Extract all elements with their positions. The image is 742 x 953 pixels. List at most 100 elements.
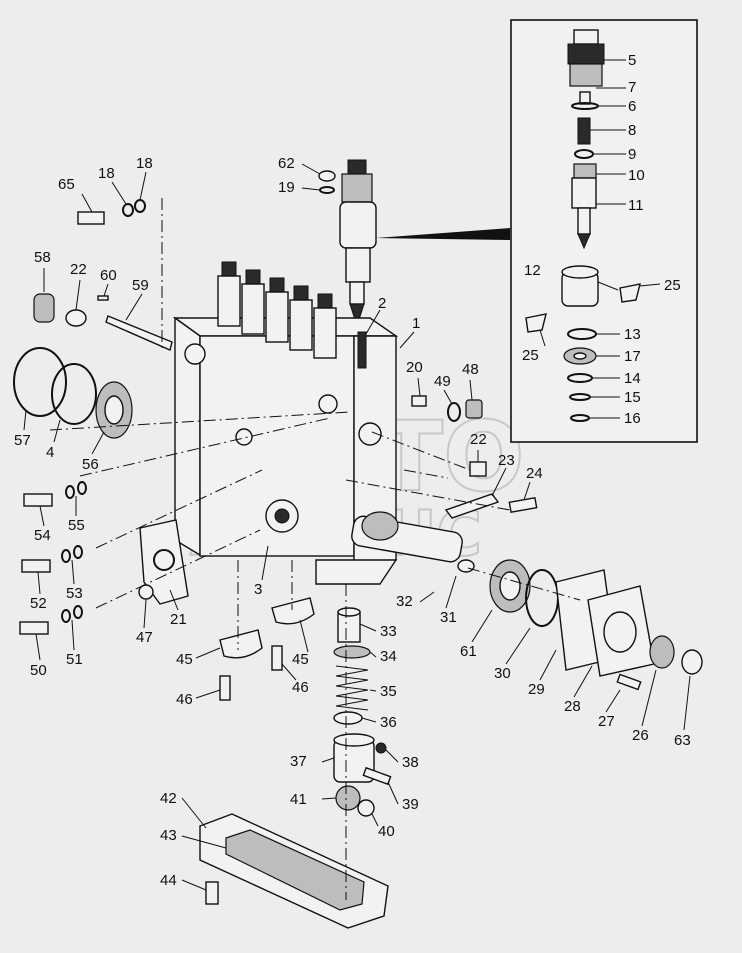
part-48-plug (465, 399, 483, 419)
callout-38: 38 (402, 754, 419, 771)
part-20-screw (411, 395, 427, 407)
callout-30: 30 (494, 665, 511, 682)
part-28-flange-bore (603, 611, 637, 653)
part-46-screw-right (271, 645, 283, 671)
part-18-washer-a (122, 203, 134, 217)
part-34-seat (333, 645, 371, 659)
part-45-cap-left (219, 629, 263, 659)
housing-bore-center (274, 508, 290, 524)
part-8-spring (577, 117, 591, 145)
part-11-body (571, 177, 597, 209)
leader-lines (23, 171, 691, 891)
part-63-cap (681, 649, 703, 675)
delivery-valve-inset (510, 19, 698, 443)
part-58-plug (33, 293, 55, 323)
part-60-pin (97, 295, 109, 301)
part-11-stem (577, 207, 591, 235)
part-25-clip-right (619, 283, 641, 303)
inset-pointer-arrow (376, 228, 510, 240)
governor-end-parts (13, 199, 189, 635)
callout-54: 54 (34, 527, 51, 544)
callout-18b: 18 (136, 155, 153, 172)
callout-10: 10 (628, 167, 645, 184)
callout-18a: 18 (98, 165, 115, 182)
pump-housing (172, 261, 399, 585)
camshaft (351, 511, 475, 573)
part-39-axle (362, 766, 392, 786)
part-44-screw (205, 881, 219, 905)
part-22-nut-left (65, 309, 87, 327)
holder-hex (341, 173, 373, 203)
bearing-caps (219, 597, 315, 701)
callout-25b: 25 (522, 347, 539, 364)
callout-13: 13 (624, 326, 641, 343)
callout-22a: 22 (70, 261, 87, 278)
holder-nut-top (347, 159, 367, 175)
part-11-tip (577, 233, 591, 250)
callout-26: 26 (632, 727, 649, 744)
callout-19: 19 (278, 179, 295, 196)
part-54-bolt (23, 493, 53, 507)
callout-7: 7 (628, 79, 636, 96)
callout-3: 3 (254, 581, 262, 598)
part-47-nut (138, 584, 154, 600)
drive-end-parts (489, 559, 703, 691)
callout-20: 20 (406, 359, 423, 376)
callout-46b: 46 (292, 679, 309, 696)
callout-32: 32 (396, 593, 413, 610)
part-23-bracket (444, 493, 500, 519)
callout-28: 28 (564, 698, 581, 715)
callout-6: 6 (628, 98, 636, 115)
callout-65: 65 (58, 176, 75, 193)
callout-42: 42 (160, 790, 177, 807)
callout-4: 4 (46, 444, 54, 461)
callout-2: 2 (378, 295, 386, 312)
callout-56: 56 (82, 456, 99, 473)
callout-34: 34 (380, 648, 397, 665)
part-43-gasket (225, 829, 365, 911)
holder-tip (349, 303, 365, 328)
callout-33: 33 (380, 623, 397, 640)
part-4-ring (51, 363, 97, 425)
callout-14: 14 (624, 370, 641, 387)
callout-53: 53 (66, 585, 83, 602)
part-49-washer (447, 402, 461, 422)
callout-46a: 46 (176, 691, 193, 708)
callout-29: 29 (528, 681, 545, 698)
callout-55: 55 (68, 517, 85, 534)
valve-holder-top (573, 29, 599, 45)
part-65-bolt (77, 211, 105, 225)
callout-48: 48 (462, 361, 479, 378)
holder-body (339, 201, 377, 249)
housing-side-parts (411, 395, 538, 519)
callout-41: 41 (290, 791, 307, 808)
callout-51: 51 (66, 651, 83, 668)
callout-50: 50 (30, 662, 47, 679)
element-barrels (217, 261, 337, 359)
callout-31: 31 (440, 609, 457, 626)
callout-8: 8 (628, 122, 636, 139)
housing-side-port (358, 422, 382, 446)
part-61-bearing-bore (499, 571, 521, 601)
callout-12: 12 (524, 262, 541, 279)
part-17-bore (573, 352, 587, 360)
part-24-bolt (508, 497, 538, 513)
housing-bottom-flange (315, 559, 398, 585)
part-2-spring (357, 331, 367, 369)
callout-60: 60 (100, 267, 117, 284)
part-26-seal (649, 635, 675, 669)
callout-1: 1 (412, 315, 420, 332)
part-9-washer (574, 149, 594, 159)
part-22-nut-right (469, 461, 487, 477)
part-45-cap-right (271, 597, 315, 625)
callout-44: 44 (160, 872, 177, 889)
callout-25a: 25 (664, 277, 681, 294)
part-36-seat (333, 711, 363, 725)
part-30-ring (525, 569, 559, 627)
callout-47: 47 (136, 629, 153, 646)
callout-37: 37 (290, 753, 307, 770)
callout-63: 63 (674, 732, 691, 749)
part-57-ring (13, 347, 67, 417)
holder-stem (349, 281, 365, 305)
delivery-valve-holder (301, 159, 377, 328)
